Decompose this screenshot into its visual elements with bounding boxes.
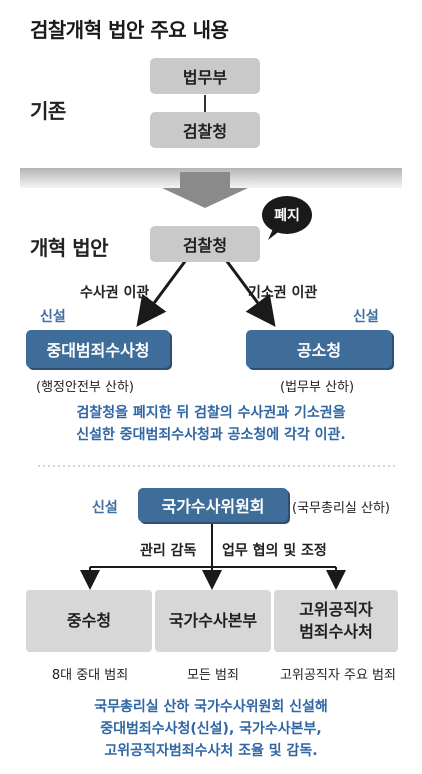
agency-box-sib: 중수청 [26, 590, 152, 652]
coordination-label: 업무 협의 및 조정 [222, 543, 327, 559]
agency-box-cio: 고위공직자 범죄수사처 [274, 590, 398, 652]
reform-section-label: 개혁 법안 [30, 236, 109, 260]
committee-new-tag: 신설 [92, 500, 118, 516]
agency-box-cio-line-2: 범죄수사처 [299, 622, 373, 641]
serious-crime-investigation-agency-box: 중대범죄수사청 [26, 330, 170, 368]
right-transfer-arrow [224, 259, 276, 327]
committee-note-line-2: 중대범죄수사청(신설), 국가수사본부, [100, 721, 322, 737]
public-prosecution-office-box: 공소청 [246, 330, 392, 368]
left-transfer-arrow [136, 259, 188, 327]
new-tag-right: 신설 [353, 309, 379, 325]
left-box-affiliation: (행정안전부 산하) [36, 380, 134, 395]
agency-box-nib: 국가수사본부 [155, 590, 271, 652]
new-tag-left: 신설 [40, 309, 66, 325]
committee-note-line-3: 고위공직자범죄수사처 조율 및 감독. [104, 743, 318, 759]
reform-note-line-2: 신설한 중대범죄수사청과 공소청에 각각 이관. [76, 427, 346, 443]
prosecution-transfer-label: 기소권 이관 [248, 285, 318, 301]
agency-desc-sib: 8대 중대 범죄 [51, 668, 129, 683]
abolish-badge: 폐지 [262, 196, 312, 234]
reform-note-line-1: 검찰청을 폐지한 뒤 검찰의 수사권과 기소권을 [76, 405, 346, 421]
diagram-title: 검찰개혁 법안 주요 내용 [30, 18, 229, 42]
reform-prosecution-office-box: 검찰청 [150, 226, 260, 262]
right-box-affiliation: (법무부 산하) [280, 380, 355, 395]
reform-note: 검찰청을 폐지한 뒤 검찰의 수사권과 기소권을 신설한 중대범죄수사청과 공소… [0, 402, 422, 446]
existing-section-label: 기존 [30, 99, 66, 123]
committee-affiliation: (국무총리실 산하) [292, 501, 390, 516]
agency-box-cio-line-1: 고위공직자 [299, 600, 373, 619]
transition-arrow [162, 172, 248, 208]
national-investigation-committee-box: 국가수사위원회 [138, 488, 288, 522]
agency-desc-nib: 모든 범죄 [187, 668, 239, 683]
supervision-label: 관리 감독 [140, 543, 197, 559]
ministry-of-justice-box: 법무부 [150, 58, 260, 94]
committee-note-line-1: 국무총리실 산하 국가수사위원회 신설해 [94, 699, 328, 715]
committee-note: 국무총리실 산하 국가수사위원회 신설해 중대범죄수사청(신설), 국가수사본부… [0, 696, 422, 762]
agency-desc-cio: 고위공직자 주요 범죄 [280, 668, 396, 683]
prosecution-office-box: 검찰청 [150, 112, 260, 148]
investigation-transfer-label: 수사권 이관 [80, 285, 150, 301]
